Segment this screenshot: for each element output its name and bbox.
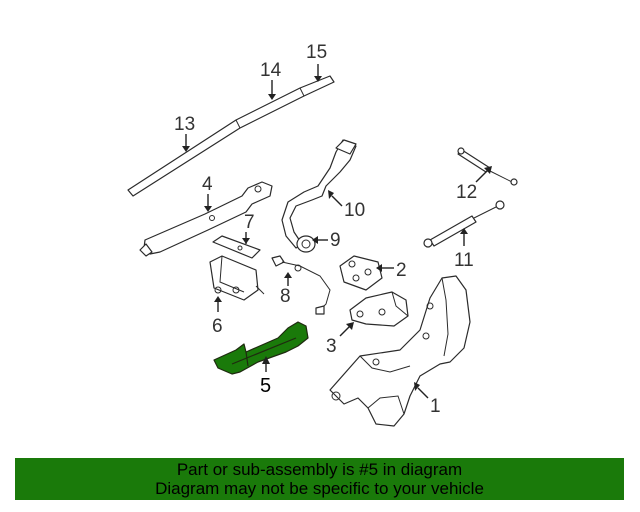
part-11-gas-strut[interactable] — [423, 200, 505, 248]
leader-arrows — [182, 64, 492, 399]
callout-labels: 15 14 13 4 7 6 8 9 10 12 11 2 3 1 5 — [174, 42, 477, 417]
callout-10: 10 — [344, 200, 365, 221]
callout-11: 11 — [454, 250, 474, 271]
part-9-grommet[interactable] — [296, 235, 316, 253]
part-2-latch[interactable] — [339, 255, 383, 291]
part-4-hinge-arm[interactable] — [139, 181, 273, 257]
callout-3: 3 — [326, 336, 337, 357]
part-6-lock-bracket[interactable] — [209, 255, 265, 301]
part-1-gate-frame[interactable] — [329, 275, 471, 427]
callout-9: 9 — [330, 230, 341, 251]
part-5-hinge-strap[interactable] — [213, 321, 309, 375]
part-3-striker[interactable] — [349, 291, 409, 327]
part-13-14-15-roof-molding[interactable] — [127, 75, 335, 197]
callout-14: 14 — [260, 60, 282, 81]
callout-5-selected: 5 — [260, 375, 271, 397]
part-7-cover-plate[interactable] — [212, 235, 261, 259]
callout-4: 4 — [202, 174, 213, 195]
banner-line-2: Diagram may not be specific to your vehi… — [155, 479, 484, 498]
banner-line-1: Part or sub-assembly is #5 in diagram — [176, 460, 463, 479]
callout-12: 12 — [456, 182, 477, 203]
part-10-washer-hose[interactable] — [281, 139, 357, 249]
part-12-small-strut[interactable] — [457, 147, 518, 186]
callout-15: 15 — [306, 42, 327, 63]
part-8-release-cable[interactable] — [271, 255, 331, 315]
callout-7: 7 — [244, 212, 255, 233]
part-info-banner: Part or sub-assembly is #5 in diagram Di… — [15, 458, 624, 500]
callout-1: 1 — [430, 396, 441, 417]
callout-8: 8 — [280, 286, 291, 307]
callout-6: 6 — [212, 316, 223, 337]
callout-13: 13 — [174, 114, 195, 135]
callout-2: 2 — [396, 260, 407, 281]
